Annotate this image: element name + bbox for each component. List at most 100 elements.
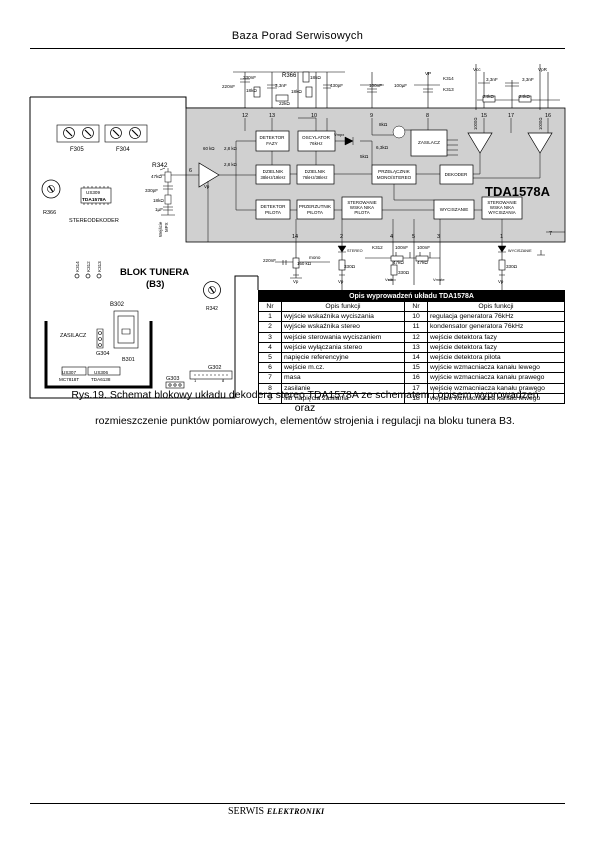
label-detektor-pilota-2: PILOTA — [265, 210, 282, 215]
board-k313: K313 — [97, 261, 102, 272]
board-us306: US306 — [94, 370, 108, 375]
pin-10: 10 — [311, 113, 317, 119]
comp-k314: K314 — [443, 76, 454, 81]
label-przelacznik-1: PRZEŁĄCZNIK — [378, 169, 411, 174]
figure-caption: Rys.19. Schemat blokowy układu dekodera … — [60, 389, 550, 428]
board-wejscie: Wejście — [158, 221, 163, 237]
label-dzielnik2-2: 76kHz/38kHz — [303, 175, 328, 180]
board-330pf: 330pF — [145, 188, 158, 193]
label-wyciszanie-block: WYCISZANIE — [440, 207, 469, 212]
comp-47k-b: 47kΩ — [417, 260, 428, 265]
block-przerzutnik — [296, 199, 335, 220]
cell-nr: 11 — [404, 321, 428, 333]
board-r366: R366 — [43, 210, 56, 216]
pin-3: 3 — [437, 234, 440, 240]
comp-5k: 5kΩ — [360, 154, 369, 159]
comp-100uf: 100µF — [394, 83, 407, 88]
pin-8: 8 — [426, 113, 429, 119]
board-b3: (B3) — [146, 279, 164, 290]
resistor-24k-b — [518, 95, 532, 103]
comp-vmpx: Vmpx — [334, 132, 344, 137]
cell-opis: wyjście wskaźnika stereo — [281, 321, 405, 333]
board-pin1: 1 — [194, 378, 197, 383]
comp-220nf: 220nF — [222, 84, 235, 89]
transistor-circle — [392, 125, 406, 139]
board-tda1578a: TDA1578A — [82, 197, 107, 203]
resistor-18k-b — [253, 86, 261, 98]
resistor-330-a — [338, 259, 346, 271]
comp-47k: 47kΩ — [393, 260, 404, 265]
comp-3-3nf-c: 3,3nF — [522, 77, 534, 82]
pin-4: 4 — [390, 234, 393, 240]
board-1uf: 1µF — [155, 207, 163, 212]
cell-opis: wyjście wskaźnika wyciszania — [281, 311, 405, 323]
pin-6: 6 — [189, 168, 192, 174]
cell-nr: 14 — [404, 351, 428, 364]
label-zasilacz: ZASILACZ — [418, 140, 440, 145]
pin-12: 12 — [242, 113, 248, 119]
comp-3-3nf: 3,3nF — [275, 83, 287, 88]
board-k312: K312 — [86, 261, 91, 272]
board-mc7818t: MC7818T — [59, 377, 79, 382]
cell-nr: 2 — [258, 321, 282, 333]
comp-430pf: 430pF — [330, 83, 343, 88]
comp-8k: 8kΩ — [379, 122, 388, 127]
cell-nr: 4 — [258, 341, 282, 353]
board-g302: G302 — [208, 365, 221, 371]
g303-connector — [165, 381, 185, 389]
resistor-47k-b — [415, 255, 429, 262]
cell-opis: wyjście wzmacniacza kanału lewego — [427, 362, 565, 374]
cell-nr: 6 — [258, 362, 282, 374]
label-sterowanie-wyc-3: WYCISZANIA — [488, 210, 515, 215]
cell-opis: napięcie referencyjne — [281, 351, 405, 364]
caption-line-2: rozmieszczenie punktów pomiarowych, elem… — [95, 415, 515, 427]
comp-330nf: 330nF — [243, 75, 256, 80]
cell-nr: 10 — [404, 311, 428, 323]
label-przerzutnik-2: PILOTA — [307, 210, 324, 215]
resistor-330-b — [390, 264, 398, 276]
pin-9: 9 — [370, 113, 373, 119]
comp-vp-b: Vp — [338, 279, 344, 284]
comp-2-8k-b: 2,8 kΩ — [224, 162, 238, 167]
cell-nr: 16 — [404, 372, 428, 384]
board-blok-tunera: BLOK TUNERA — [120, 267, 189, 278]
footer-rule — [30, 803, 565, 804]
comp-mono: mono — [309, 255, 321, 260]
pin-15: 15 — [481, 113, 487, 119]
board-f305: F305 — [70, 147, 84, 153]
diode — [344, 136, 354, 146]
board-r342: R342 — [152, 162, 168, 169]
cell-opis: wejście wzmacniacza kanału lewego — [427, 392, 565, 404]
comp-330-a: 330Ω — [344, 264, 356, 269]
board-18k: 18kΩ — [153, 198, 164, 203]
board-b302: B302 — [110, 302, 125, 308]
label-sterowanie-wsk-3: PILOTA — [354, 210, 369, 215]
comp-24k-b: 24kΩ — [519, 94, 530, 99]
pinout-table: Opis wyprowadzeń układu TDA1578A Nr Opis… — [258, 290, 565, 404]
label-sterowanie-wyc-2: WSKA NIKA — [490, 205, 514, 210]
comp-vcc: Vcc — [473, 67, 481, 72]
col-header-opis-2: Opis funkcji — [427, 300, 565, 313]
pinout-table-title: Opis wyprowadzeń układu TDA1578A — [258, 290, 565, 302]
comp-1000-b: 1000Ω — [538, 118, 543, 130]
comp-vp-in: Vp — [204, 184, 210, 189]
led-wyciszanie — [497, 245, 507, 253]
connector-screws — [63, 127, 141, 139]
board-pin8: 8 — [222, 378, 225, 383]
cell-opis: wyjście wzmacniacza kanału prawego — [427, 372, 565, 384]
cell-opis: kondensator generatora 76kHz — [427, 321, 565, 333]
cell-opis: regulacja generatora 76kHz — [427, 311, 565, 323]
page-header: Baza Porad Serwisowych — [231, 30, 364, 42]
b302-outline — [113, 310, 139, 349]
comp-r366: R366 — [282, 73, 297, 79]
board-r342b: R342 — [206, 306, 218, 312]
comp-220nf-b: 220nF — [263, 258, 276, 263]
resistor-18k-a — [302, 71, 310, 83]
comp-100nf: 100nF — [369, 83, 382, 88]
board-g303: G303 — [166, 376, 179, 382]
